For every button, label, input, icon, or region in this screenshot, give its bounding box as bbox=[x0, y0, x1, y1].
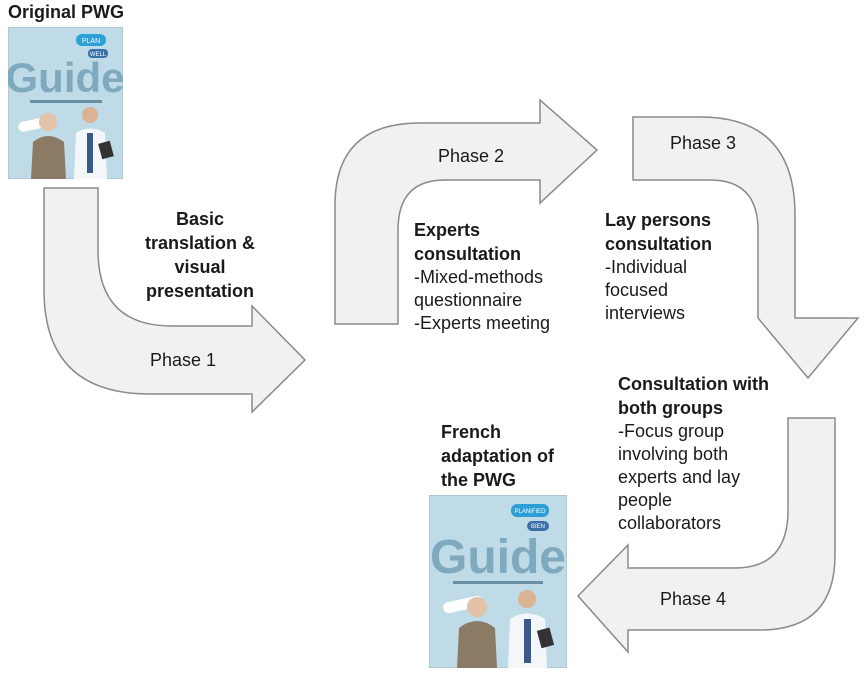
phase4-title-line: Consultation with bbox=[618, 374, 769, 394]
french-guide-cover: PLANIFIED BIEN Guide bbox=[429, 495, 567, 668]
phase1-title-line: presentation bbox=[145, 281, 255, 301]
cover-bottom-badge1: PLANIFIED bbox=[514, 509, 546, 515]
cover-top-badge2: WELL bbox=[90, 52, 107, 58]
phase2-detail-line: questionnaire bbox=[414, 290, 523, 310]
phase3-detail-line: -Individual bbox=[605, 257, 688, 277]
cover-top-badge1: PLAN bbox=[82, 38, 100, 45]
phase3-detail-line: focused bbox=[605, 280, 669, 300]
original-pwg-label: Original PWG bbox=[8, 2, 125, 22]
phase3-title-line: Lay persons bbox=[605, 210, 712, 230]
phase4-title-line: both groups bbox=[618, 398, 723, 418]
cover-bottom-title: Guide bbox=[430, 531, 566, 584]
french-label-line: the PWG bbox=[441, 470, 516, 490]
phase1-title-line: visual bbox=[174, 257, 226, 277]
phase2-label: Phase 2 bbox=[438, 146, 505, 166]
phase3-detail-line: interviews bbox=[605, 303, 686, 323]
phase1-label: Phase 1 bbox=[150, 350, 217, 370]
phase3-label: Phase 3 bbox=[670, 133, 737, 153]
phase4-detail-line: people bbox=[618, 490, 673, 510]
french-label-line: French bbox=[441, 422, 502, 442]
french-adaptation-label: French adaptation of the PWG bbox=[441, 420, 554, 492]
phase4-detail-line: -Focus group bbox=[618, 421, 725, 441]
phase3-arrow bbox=[632, 116, 860, 380]
phase4-detail-line: experts and lay bbox=[618, 467, 741, 487]
cover-top-title: Guide bbox=[8, 54, 123, 101]
phase1-title-line: Basic bbox=[175, 209, 225, 229]
phase4-text: Consultation with both groups -Focus gro… bbox=[618, 372, 769, 535]
phase2-arrow bbox=[334, 98, 599, 325]
phase2-detail-line: -Experts meeting bbox=[414, 313, 551, 333]
phase1-title-line: translation & bbox=[144, 233, 255, 253]
phase2-title-line: consultation bbox=[414, 244, 521, 264]
phase4-detail-line: involving both bbox=[618, 444, 729, 464]
phase2-text: Experts consultation -Mixed-methods ques… bbox=[414, 218, 550, 335]
phase3-title-line: consultation bbox=[605, 234, 712, 254]
phase1-arrow bbox=[43, 187, 307, 414]
phase2-title-line: Experts bbox=[414, 220, 481, 240]
cover-bottom-badge2: BIEN bbox=[531, 524, 545, 530]
phase4-label: Phase 4 bbox=[660, 589, 727, 609]
french-label-line: adaptation of bbox=[441, 446, 554, 466]
phase2-detail-line: -Mixed-methods bbox=[414, 267, 544, 287]
phase4-detail-line: collaborators bbox=[618, 513, 722, 533]
phase3-text: Lay persons consultation -Individual foc… bbox=[605, 208, 712, 325]
phase1-title: Basic translation & visual presentation bbox=[140, 207, 260, 303]
original-guide-cover: PLAN WELL Guide bbox=[8, 27, 123, 179]
phase4-arrow bbox=[576, 417, 836, 654]
